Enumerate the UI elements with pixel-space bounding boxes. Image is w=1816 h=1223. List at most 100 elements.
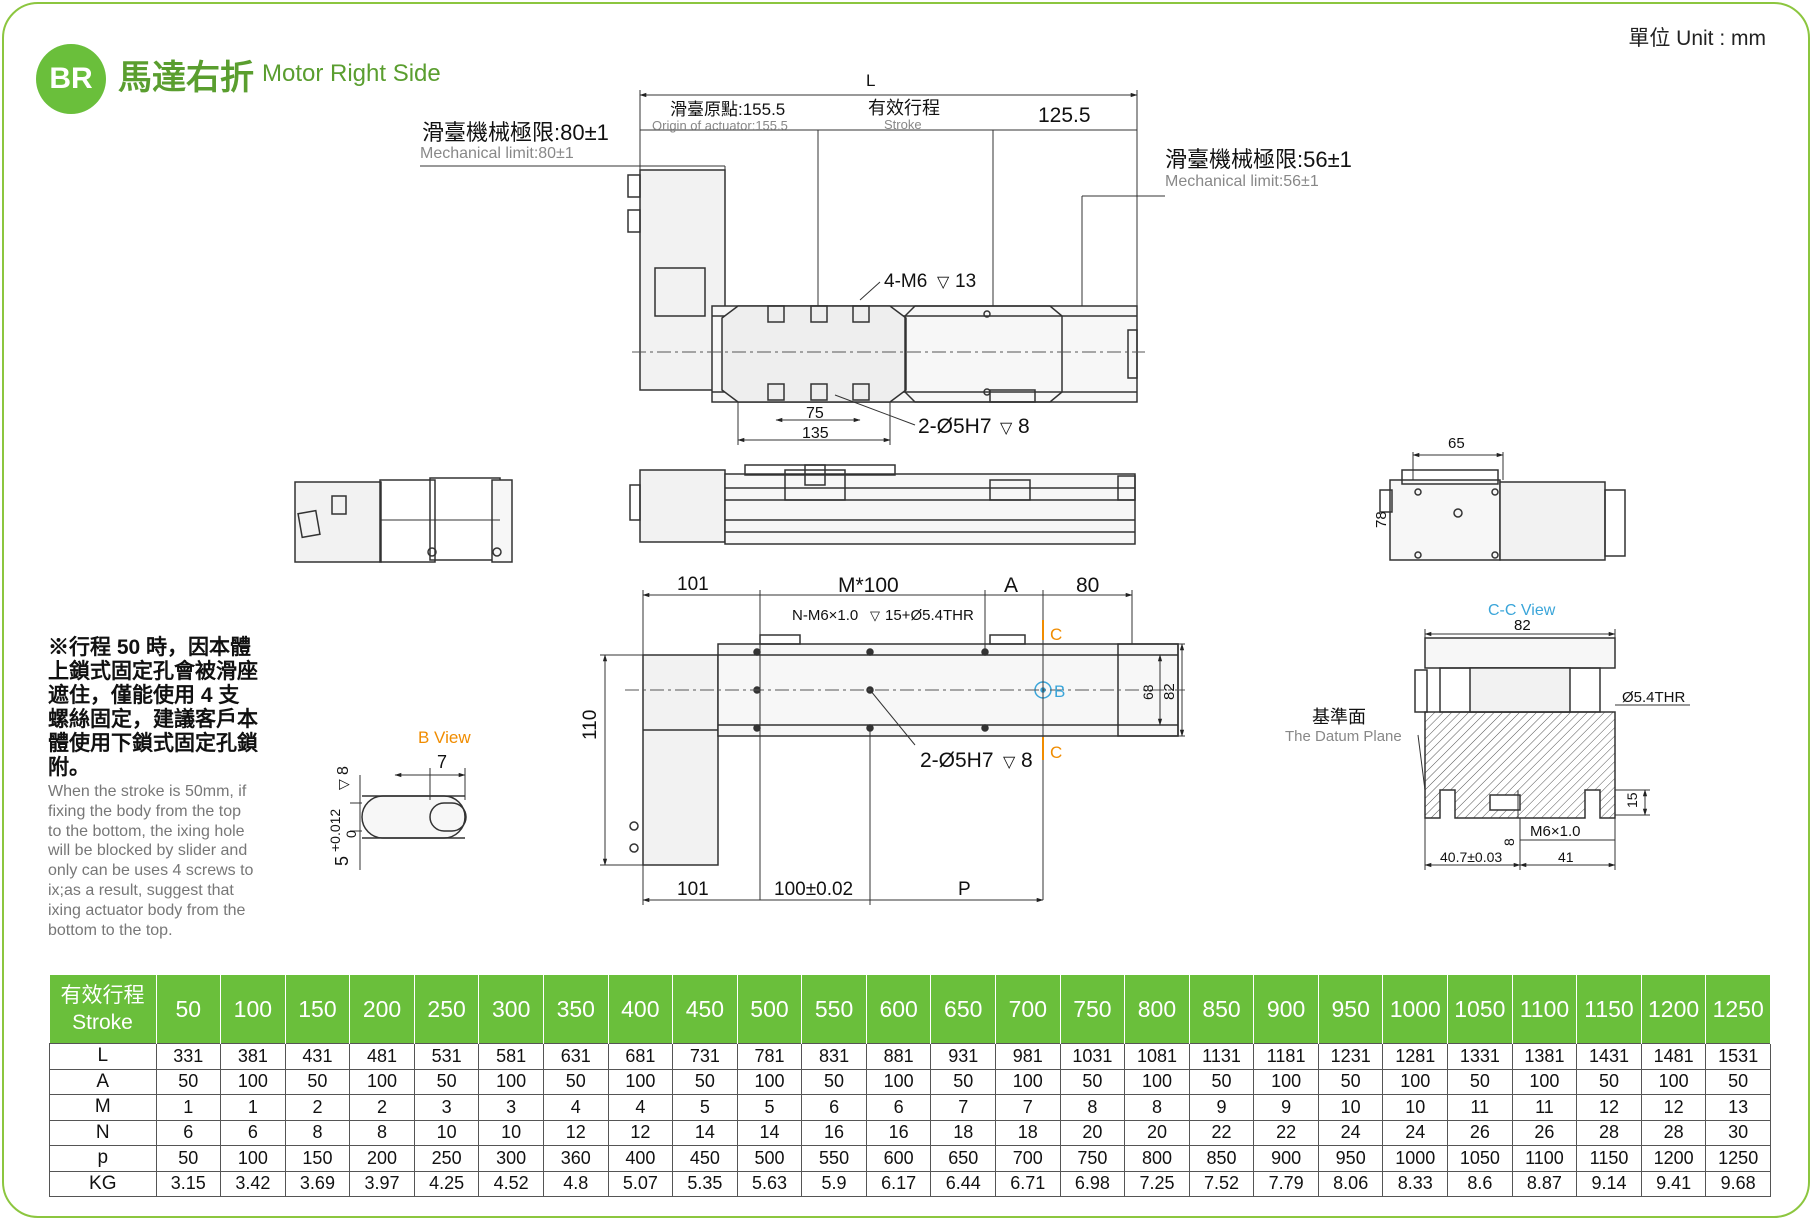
- table-cell: 50: [1317, 1068, 1384, 1095]
- cc-m6: M6×1.0: [1530, 823, 1580, 840]
- table-cell: 400: [607, 1145, 674, 1172]
- table-cell: 100: [1382, 1068, 1449, 1095]
- table-cell: 150: [284, 1145, 351, 1172]
- dim-125-5: 125.5: [1038, 104, 1091, 127]
- table-cell: 6: [865, 1094, 932, 1121]
- dim-a: A: [1004, 574, 1018, 597]
- view-b-label: B: [1054, 682, 1065, 701]
- table-cell: 1231: [1317, 1043, 1384, 1070]
- table-cell: 300: [478, 1145, 544, 1172]
- table-cell: 1050: [1447, 1145, 1513, 1172]
- mech-right-en: Mechanical limit:56±1: [1165, 173, 1319, 190]
- table-cell: 600: [865, 1145, 932, 1172]
- table-cell: 1131: [1188, 1043, 1255, 1070]
- stroke-col-header: 50: [156, 975, 222, 1044]
- bottom-pin-depth: 8: [1021, 749, 1033, 772]
- table-cell: 1481: [1640, 1043, 1707, 1070]
- stroke-col-header: 1000: [1382, 975, 1449, 1044]
- table-cell: 4: [607, 1094, 674, 1121]
- table-cell: 7.79: [1253, 1170, 1319, 1197]
- dim-65: 65: [1448, 435, 1465, 452]
- table-cell: 50: [1576, 1068, 1642, 1095]
- stroke-col-header: 800: [1124, 975, 1190, 1044]
- cc-dim-8: 8: [1501, 838, 1517, 846]
- stroke-col-header: 750: [1060, 975, 1126, 1044]
- b-tol-upper: +0.012: [327, 809, 343, 852]
- dim-l: L: [866, 71, 875, 90]
- stroke-header: 有效行程 Stroke: [49, 975, 157, 1044]
- b-tol-lower: 0: [343, 830, 359, 838]
- dim-110: 110: [580, 710, 601, 740]
- table-cell: 881: [865, 1043, 932, 1070]
- stroke-col-header: 1100: [1512, 975, 1578, 1044]
- table-cell: 100: [607, 1068, 674, 1095]
- table-cell: 931: [930, 1043, 997, 1070]
- b-view-title: B View: [418, 728, 471, 747]
- table-cell: 100: [220, 1145, 286, 1172]
- table-cell: 7: [930, 1094, 997, 1121]
- table-cell: 6.71: [995, 1170, 1061, 1197]
- table-cell: 6: [220, 1119, 286, 1146]
- table-cell: 24: [1317, 1119, 1384, 1146]
- table-cell: 30: [1705, 1119, 1771, 1146]
- datum-zh: 基準面: [1312, 707, 1366, 727]
- row-label: L: [49, 1043, 157, 1070]
- cc-thr: Ø5.4THR: [1622, 689, 1686, 706]
- table-cell: 12: [607, 1119, 674, 1146]
- table-cell: 1150: [1576, 1145, 1642, 1172]
- depth-symbol: ▽: [1003, 754, 1016, 771]
- table-cell: 11: [1447, 1094, 1513, 1121]
- table-cell: 8.6: [1447, 1170, 1513, 1197]
- cc-dim-40-7: 40.7±0.03: [1440, 849, 1502, 865]
- table-cell: 6.98: [1059, 1170, 1126, 1197]
- right-end-view: [1379, 452, 1626, 561]
- table-cell: 8.06: [1317, 1170, 1384, 1197]
- table-cell: 3.97: [349, 1170, 415, 1197]
- table-cell: 4.8: [542, 1170, 609, 1197]
- table-cell: 481: [349, 1043, 415, 1070]
- table-cell: 13: [1705, 1094, 1771, 1121]
- table-cell: 850: [1188, 1145, 1255, 1172]
- top-pin-label: 2-Ø5H7: [918, 415, 992, 438]
- table-cell: 28: [1640, 1119, 1707, 1146]
- table-cell: 20: [1124, 1119, 1190, 1146]
- table-cell: 681: [607, 1043, 674, 1070]
- top-pin-depth: 8: [1018, 415, 1030, 438]
- table-cell: 100: [1640, 1068, 1707, 1095]
- table-cell: 250: [413, 1145, 480, 1172]
- table-cell: 500: [736, 1145, 803, 1172]
- bottom-view-labels: 101 M*100 A 80 N-M6×1.0 ▽ 15+Ø5.4THR C B…: [580, 574, 1178, 900]
- table-cell: 800: [1124, 1145, 1190, 1172]
- table-cell: 9.41: [1640, 1170, 1707, 1197]
- table-cell: 100: [1124, 1068, 1190, 1095]
- dim-75: 75: [806, 405, 824, 422]
- nm6-note: N-M6×1.0: [792, 607, 858, 624]
- top-view-labels: L 滑臺原點:155.5 Origin of actuator:155.5 有效…: [420, 71, 1352, 442]
- table-cell: 12: [1576, 1094, 1642, 1121]
- cc-view: [1414, 629, 1690, 870]
- section-c-top: C: [1050, 625, 1062, 644]
- stroke-col-header: 400: [608, 975, 674, 1044]
- stroke-col-header: 100: [220, 975, 286, 1044]
- table-cell: 6.17: [865, 1170, 932, 1197]
- b-tolerance: 5: [332, 856, 352, 866]
- table-cell: 8: [1124, 1094, 1190, 1121]
- table-cell: 14: [672, 1119, 738, 1146]
- left-end-view: [294, 477, 513, 563]
- table-cell: 18: [930, 1119, 997, 1146]
- table-cell: 50: [1188, 1068, 1255, 1095]
- table-cell: 1081: [1124, 1043, 1190, 1070]
- table-cell: 550: [801, 1145, 867, 1172]
- table-cell: 950: [1317, 1145, 1384, 1172]
- table-cell: 1281: [1382, 1043, 1449, 1070]
- row-label: A: [49, 1068, 157, 1095]
- section-c-bottom: C: [1050, 743, 1062, 762]
- table-cell: 1: [155, 1094, 222, 1121]
- row-label: M: [49, 1094, 157, 1121]
- table-cell: 1: [220, 1094, 286, 1121]
- origin-zh: 滑臺原點:155.5: [670, 100, 785, 119]
- front-view: [629, 464, 1136, 545]
- cc-dim-82: 82: [1514, 617, 1531, 634]
